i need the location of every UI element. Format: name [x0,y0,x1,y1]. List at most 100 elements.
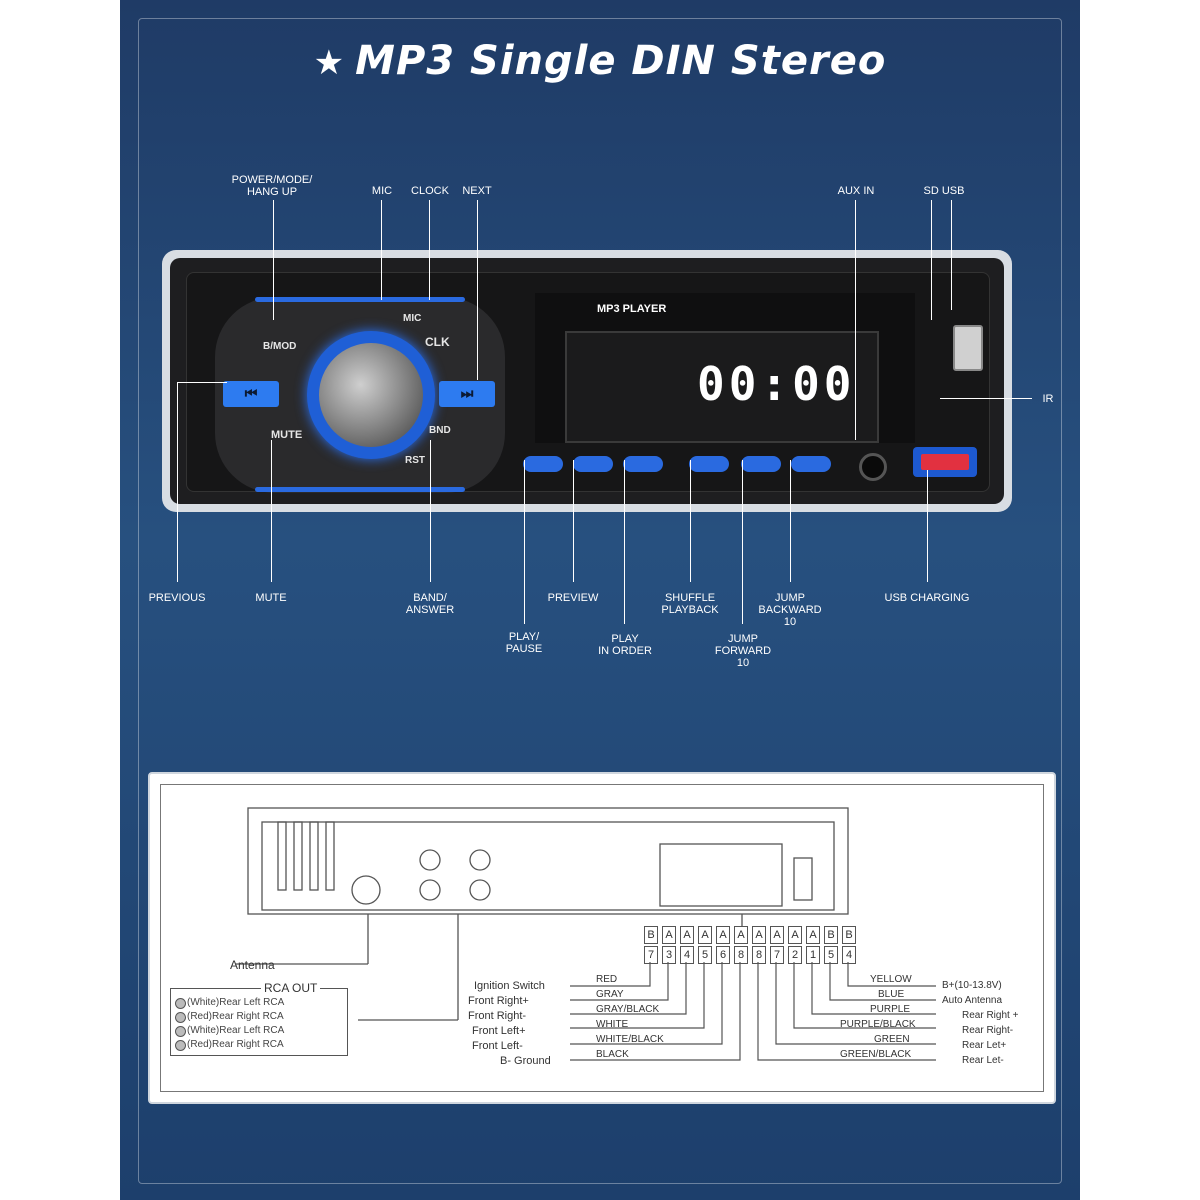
label-mute: MUTE [255,592,287,604]
rca-item: (Red)Rear Right RCA [175,1011,284,1023]
leader-clock [429,200,430,300]
pin-top: A [752,926,766,944]
leader-mute [271,440,272,582]
display-area: 00:00 [535,293,915,443]
jump-backward-button[interactable] [791,456,831,472]
rca-out-box: RCA OUT (White)Rear Left RCA (Red)Rear R… [170,981,348,1056]
mode-button-label[interactable]: B/MOD [263,341,297,352]
wiring-drawing [236,807,849,1021]
blue-accent-bottom [255,487,465,492]
label-band-answer: BAND/ ANSWER [405,592,455,616]
leader-band [430,440,431,582]
unit-body: ⏮ ⏭ B/MOD MIC CLK MUTE BND RST 00:00 MP3… [170,258,1004,504]
band-button-label[interactable]: BND [429,425,451,436]
pin-bottom: 6 [716,946,730,964]
leader-mic [381,200,382,300]
label-mic: MIC [371,185,393,197]
wire-color-left: GRAY [596,989,624,1000]
leader-previous [177,382,178,582]
pin-bottom: 2 [788,946,802,964]
label-shuffle: SHUFFLE PLAYBACK [661,592,719,616]
panel-border [138,18,1062,1184]
next-button[interactable]: ⏭ [439,381,495,407]
rca-item: (White)Rear Left RCA [175,997,284,1009]
wire-label-right: B+(10-13.8V) [942,980,1002,991]
wire-label-left: Ignition Switch [474,980,545,992]
volume-knob-ring[interactable] [307,331,435,459]
rca-jack-icon [175,1026,186,1037]
stereo-unit: ⏮ ⏭ B/MOD MIC CLK MUTE BND RST 00:00 MP3… [162,250,1012,512]
leader-jumpfwd [742,460,743,624]
wire-label-left: Front Right+ [468,995,529,1007]
leader-previous-h [177,382,227,383]
leader-ir [940,398,1032,399]
rca-out-title: RCA OUT [261,981,321,995]
leader-sd [931,200,932,320]
antenna-label: Antenna [230,958,275,972]
wiring-border [160,784,1044,1092]
play-in-order-button[interactable] [623,456,663,472]
blue-accent-top [255,297,465,302]
page-title: ★MP3 Single DIN Stereo [313,38,887,84]
leader-usbcharge [927,470,928,582]
wire-color-right: YELLOW [870,974,912,985]
label-play-pause: PLAY/ PAUSE [505,631,543,655]
mp3-player-label: MP3 PLAYER [597,303,667,315]
usb-port[interactable] [953,325,983,371]
leader-shuffle [690,460,691,582]
pin-top: A [698,926,712,944]
wire-color-right: PURPLE [870,1004,911,1015]
volume-knob[interactable] [319,343,423,447]
lcd-screen: 00:00 [565,331,879,443]
label-ir: IR [1042,393,1054,405]
wire-color-right: GREEN/BLACK [840,1049,912,1060]
shuffle-button[interactable] [689,456,729,472]
play-pause-button[interactable] [523,456,563,472]
pin-top: B [644,926,658,944]
pin-bottom: 1 [806,946,820,964]
label-jump-backward: JUMP BACKWARD 10 [758,592,822,628]
pin-top: A [680,926,694,944]
wire-color-left: RED [596,974,618,985]
label-jump-forward: JUMP FORWARD 10 [714,633,772,669]
wire-color-left: WHITE [596,1019,629,1030]
wire-color-right: GREEN [874,1034,910,1045]
rca-item: (Red)Rear Right RCA [175,1039,284,1051]
wire-color-right: PURPLE/BLACK [840,1019,916,1030]
wire-label-right: Auto Antenna [942,995,1003,1006]
pin-bottom: 3 [662,946,676,964]
pin-bottom: 5 [824,946,838,964]
aux-in-jack[interactable] [859,453,887,481]
usb-charging-port[interactable] [913,447,977,477]
wire-label-right: Rear Right + [962,1010,1019,1021]
leader-order [624,460,625,624]
pin-top: A [734,926,748,944]
pin-top: A [788,926,802,944]
usb-charging-slot [921,454,969,470]
rca-item: (White)Rear Left RCA [175,1025,284,1037]
label-usb-charging: USB CHARGING [884,592,970,604]
leader-play [524,460,525,624]
pin-bottom: 8 [734,946,748,964]
pin-top: A [770,926,784,944]
jump-forward-button[interactable] [741,456,781,472]
mute-button-label[interactable]: MUTE [271,429,303,441]
wire-label-left: Front Left- [472,1040,523,1052]
pin-top: A [662,926,676,944]
pin-top: A [716,926,730,944]
leader-jumpback [790,460,791,582]
label-power-mode: POWER/MODE/ HANG UP [231,174,313,198]
label-previous: PREVIOUS [148,592,206,604]
pin-bottom: 8 [752,946,766,964]
preview-button[interactable] [573,456,613,472]
clock-button-label[interactable]: CLK [425,335,450,349]
pin-bottom: 5 [698,946,712,964]
wire-label-right: Rear Let- [962,1055,1004,1066]
wire-color-right: BLUE [878,989,905,1000]
pin-top: A [806,926,820,944]
previous-button[interactable]: ⏮ [223,381,279,407]
pin-bottom: 7 [644,946,658,964]
pin-top: B [842,926,856,944]
label-preview: PREVIEW [547,592,599,604]
reset-button-label[interactable]: RST [405,455,425,466]
